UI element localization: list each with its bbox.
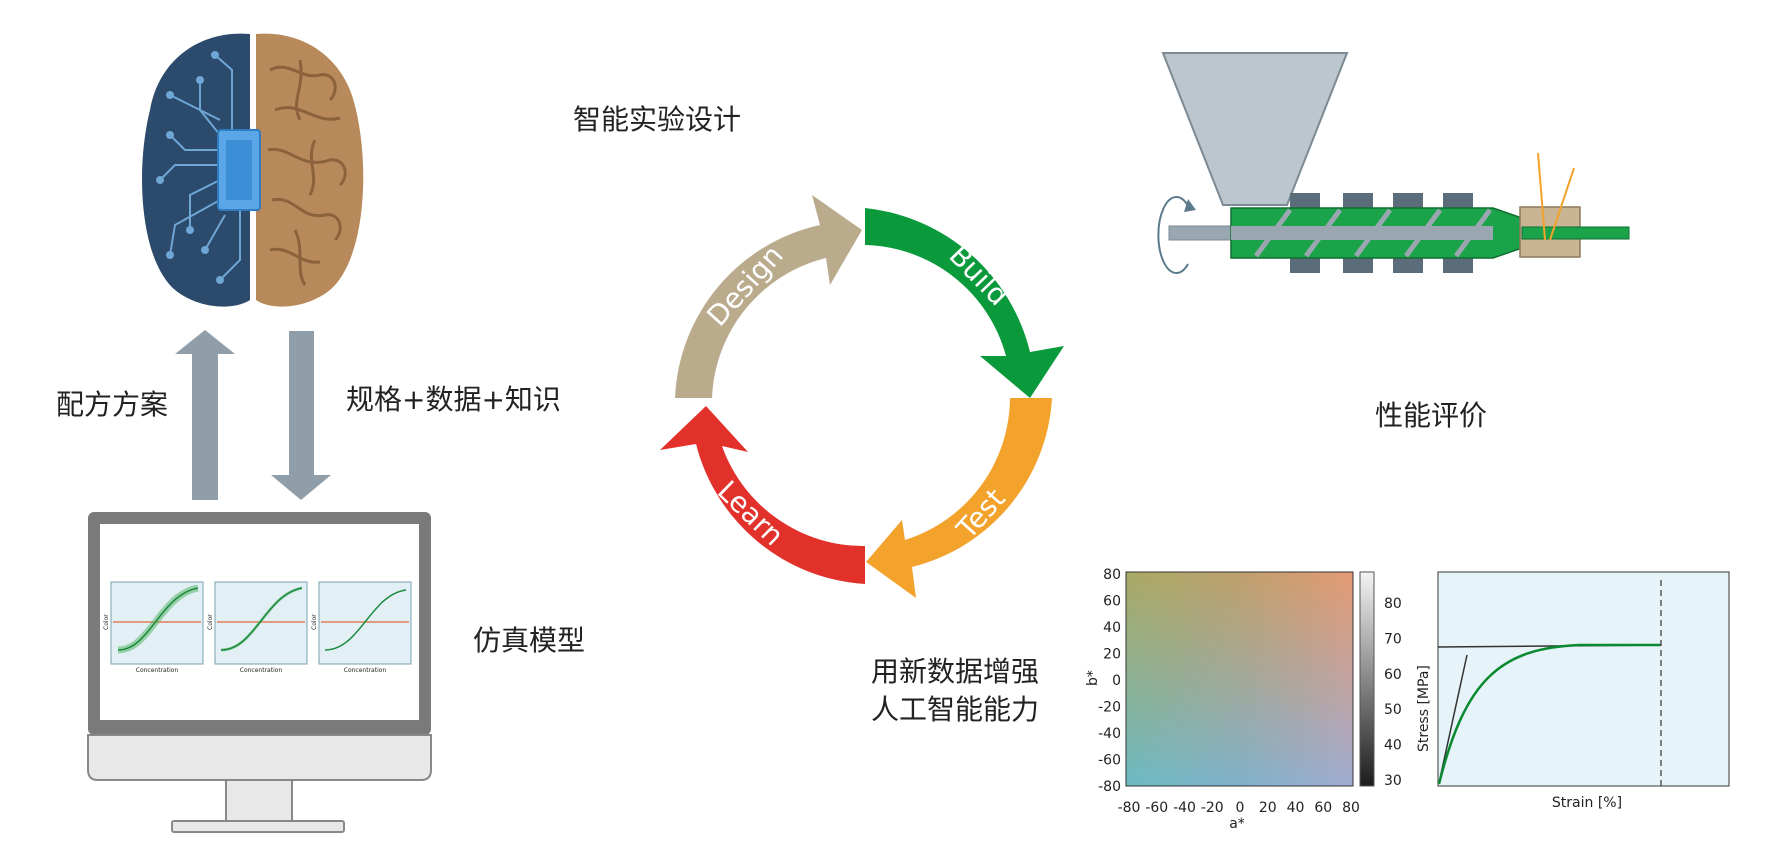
color-map-xtick: -60 bbox=[1145, 800, 1168, 816]
cycle-label-learn: Learn bbox=[711, 474, 790, 552]
stress-strain-ylabel: Stress [MPa] bbox=[1416, 665, 1432, 752]
label-smart-design: 智能实验设计 bbox=[573, 103, 742, 136]
monitor-chart-1 bbox=[110, 581, 204, 665]
monitor-chart-2 bbox=[214, 581, 308, 665]
color-map-xtick: 40 bbox=[1287, 800, 1305, 816]
cycle-learn-arrow bbox=[660, 406, 865, 584]
cycle-labels: Design Build Test Learn bbox=[700, 239, 1015, 553]
color-map-xtick: -80 bbox=[1118, 800, 1141, 816]
monitor-chart-3-xlabel: Concentration bbox=[344, 667, 387, 674]
label-specs-data: 规格+数据+知识 bbox=[346, 383, 561, 416]
color-map-chart bbox=[1125, 571, 1375, 787]
color-map-ytick: -80 bbox=[1098, 779, 1121, 795]
monitor-chart-1-ylabel: Color bbox=[103, 614, 110, 630]
color-map-ytick: 20 bbox=[1103, 647, 1121, 663]
label-performance: 性能评价 bbox=[1375, 399, 1488, 432]
color-map-xtick: 60 bbox=[1314, 800, 1332, 816]
color-map-ytick: 80 bbox=[1103, 567, 1121, 583]
brain-chip-icon bbox=[142, 33, 364, 307]
cycle-label-design: Design bbox=[700, 239, 789, 333]
color-map-ytick: -60 bbox=[1098, 753, 1121, 769]
stress-strain-chart bbox=[1437, 571, 1730, 787]
up-arrow-icon bbox=[175, 330, 235, 500]
color-map-xtick: 20 bbox=[1259, 800, 1277, 816]
color-map-xtick: -40 bbox=[1173, 800, 1196, 816]
monitor-chart-2-xlabel: Concentration bbox=[240, 667, 283, 674]
color-map-xtick: 80 bbox=[1342, 800, 1360, 816]
label-simulation: 仿真模型 bbox=[473, 624, 586, 657]
color-map-ytick: -40 bbox=[1098, 726, 1121, 742]
monitor-chart-3 bbox=[318, 581, 412, 665]
label-enhance-1: 用新数据增强 bbox=[871, 655, 1040, 688]
color-map-xtick: 0 bbox=[1236, 800, 1245, 816]
colorbar-tick: 50 bbox=[1384, 702, 1402, 718]
color-map-ylabel: b* bbox=[1085, 670, 1101, 686]
cycle-build-arrow bbox=[865, 208, 1064, 398]
label-enhance-2: 人工智能能力 bbox=[871, 693, 1040, 726]
colorbar-tick: 40 bbox=[1384, 738, 1402, 754]
monitor-chart-3-ylabel: Color bbox=[311, 614, 318, 630]
down-arrow-icon bbox=[271, 331, 331, 500]
color-map-ytick: 60 bbox=[1103, 594, 1121, 610]
color-map-xlabel: a* bbox=[1229, 816, 1245, 832]
label-formula-plan: 配方方案 bbox=[56, 388, 169, 421]
extruder-icon bbox=[1157, 52, 1630, 274]
color-map-ytick: 0 bbox=[1112, 673, 1121, 689]
colorbar-tick: 70 bbox=[1384, 631, 1402, 647]
colorbar-tick: 60 bbox=[1384, 667, 1402, 683]
colorbar-tick: 80 bbox=[1384, 596, 1402, 612]
colorbar-tick: 30 bbox=[1384, 773, 1402, 789]
cycle-test-arrow bbox=[866, 398, 1052, 598]
cycle-design-arrow bbox=[675, 195, 862, 398]
color-map-ytick: -20 bbox=[1098, 700, 1121, 716]
stress-strain-xlabel: Strain [%] bbox=[1552, 795, 1622, 811]
monitor-chart-1-xlabel: Concentration bbox=[136, 667, 179, 674]
monitor-chart-2-ylabel: Color bbox=[207, 614, 214, 630]
color-map-ytick: 40 bbox=[1103, 620, 1121, 636]
color-map-xtick: -20 bbox=[1201, 800, 1224, 816]
dbtl-cycle bbox=[660, 195, 1064, 598]
